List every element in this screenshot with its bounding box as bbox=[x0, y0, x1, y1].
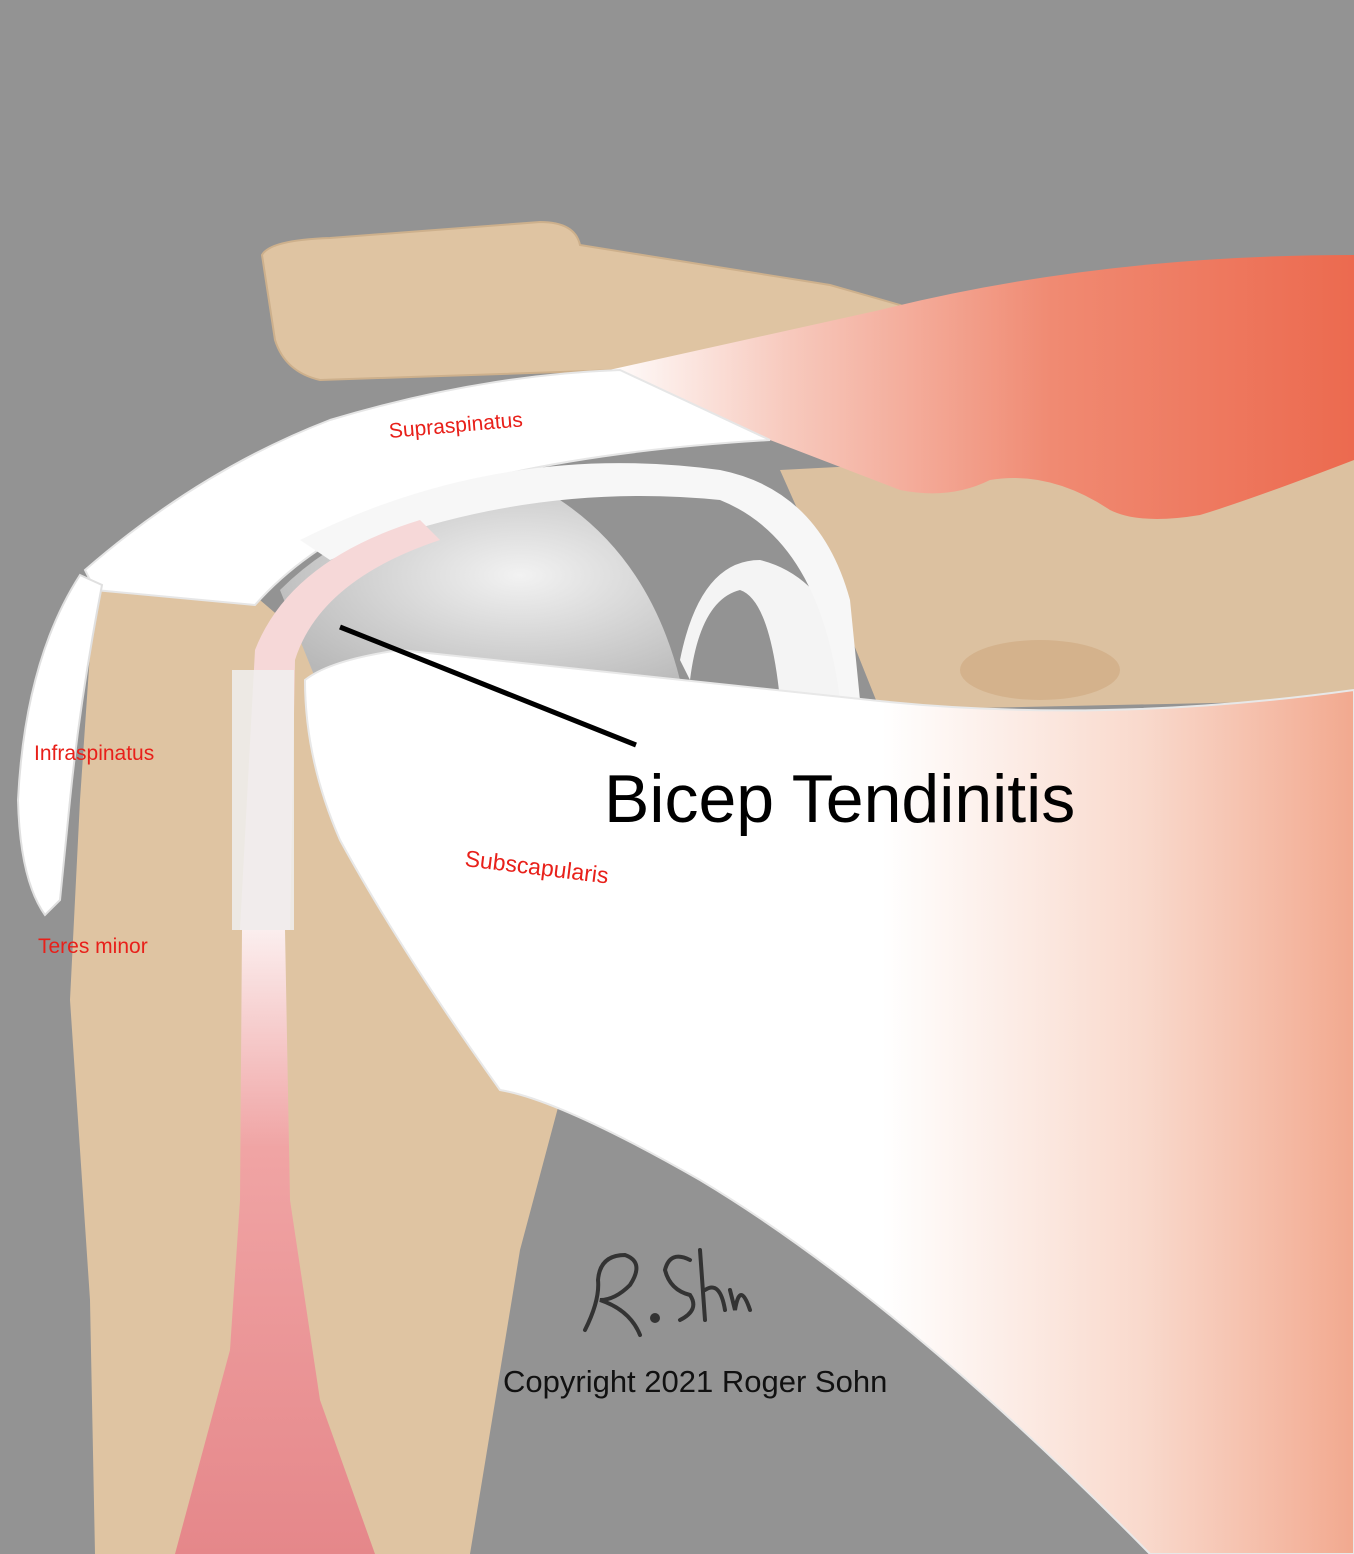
label-teres-minor: Teres minor bbox=[38, 935, 148, 958]
infraspinatus-tendon bbox=[16, 573, 104, 917]
copyright-text: Copyright 2021 Roger Sohn bbox=[503, 1364, 888, 1399]
acromion-bone bbox=[260, 220, 902, 382]
label-infraspinatus: Infraspinatus bbox=[34, 742, 155, 765]
bicep-tendon-sheath bbox=[232, 670, 294, 930]
supraspinatus-muscle bbox=[600, 255, 1354, 519]
humerus-bone bbox=[70, 580, 560, 1554]
signature bbox=[583, 1248, 752, 1337]
subscapularis-muscle bbox=[303, 648, 1354, 1554]
diagram-title: Bicep Tendinitis bbox=[604, 761, 1076, 837]
bicep-tendon-lower bbox=[175, 930, 375, 1554]
pointer-line bbox=[339, 624, 637, 748]
coracoid-shadow bbox=[960, 640, 1120, 700]
